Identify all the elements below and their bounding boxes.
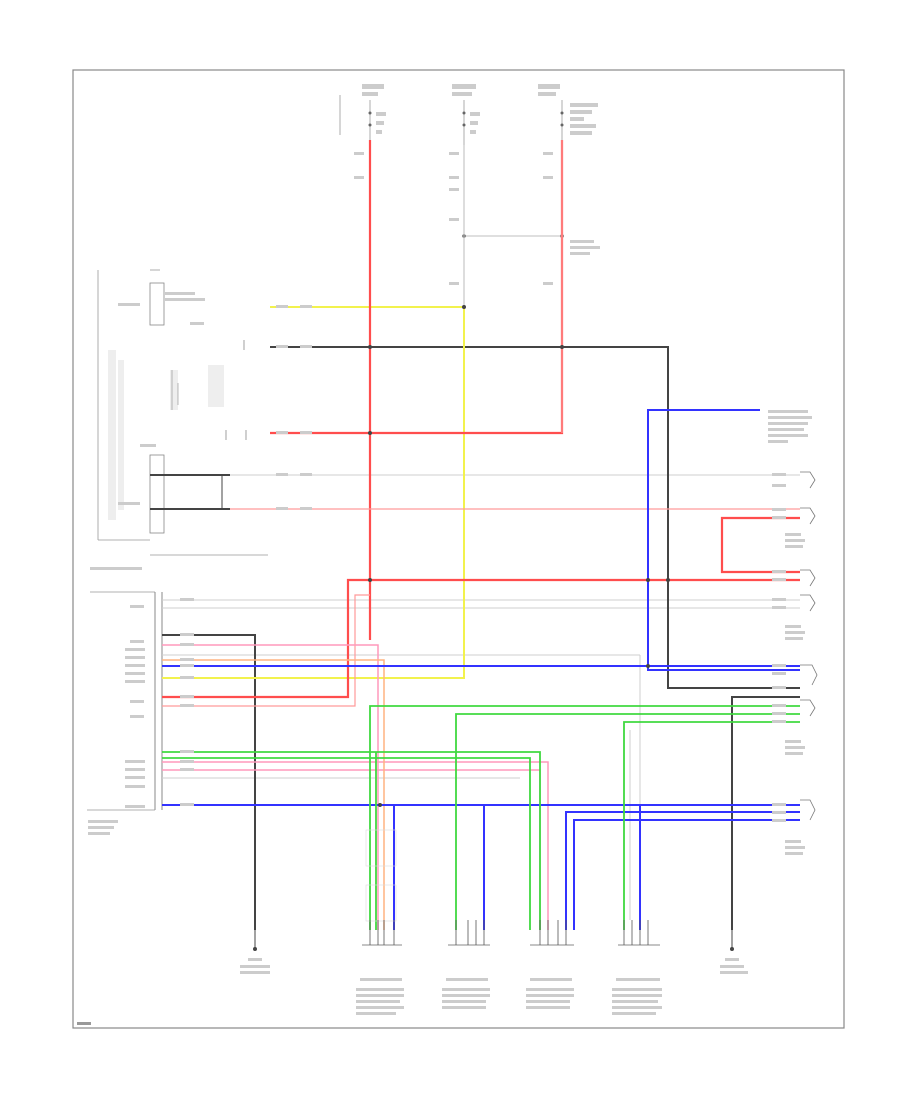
fuse-top-center	[452, 84, 480, 145]
connector-pins	[369, 920, 649, 945]
splice-points	[368, 305, 670, 807]
connector-bottom-2	[442, 944, 490, 1009]
fuse-top-right	[538, 84, 598, 145]
control-module-left	[97, 269, 268, 556]
door-lock-actuator-1	[768, 410, 816, 489]
connector-bottom-1	[356, 829, 404, 1015]
wire-pink	[162, 644, 567, 930]
connector-bottom-3	[526, 944, 574, 1009]
wire-tags-top	[354, 152, 553, 285]
door-lock-actuator-4	[772, 664, 818, 855]
door-lock-actuator-2	[772, 507, 816, 548]
connector-bottom-4	[612, 944, 662, 1015]
wire-tags-left	[180, 305, 312, 806]
wire-red-light	[162, 140, 800, 707]
wire-red	[162, 140, 800, 699]
door-lock-actuator-3	[772, 569, 816, 640]
wire-orange	[162, 659, 385, 930]
diagram-frame	[72, 69, 845, 1029]
wire-yellow	[162, 145, 465, 679]
page-corner-mark	[77, 1022, 91, 1025]
ground-left	[240, 930, 270, 974]
body-electrical-module	[87, 567, 163, 835]
splice-relay	[462, 234, 600, 255]
wire-blue	[162, 409, 800, 930]
ground-right	[720, 930, 748, 974]
wire-black	[150, 346, 800, 930]
fuse-top-left	[339, 84, 386, 145]
wire-green	[162, 705, 800, 930]
